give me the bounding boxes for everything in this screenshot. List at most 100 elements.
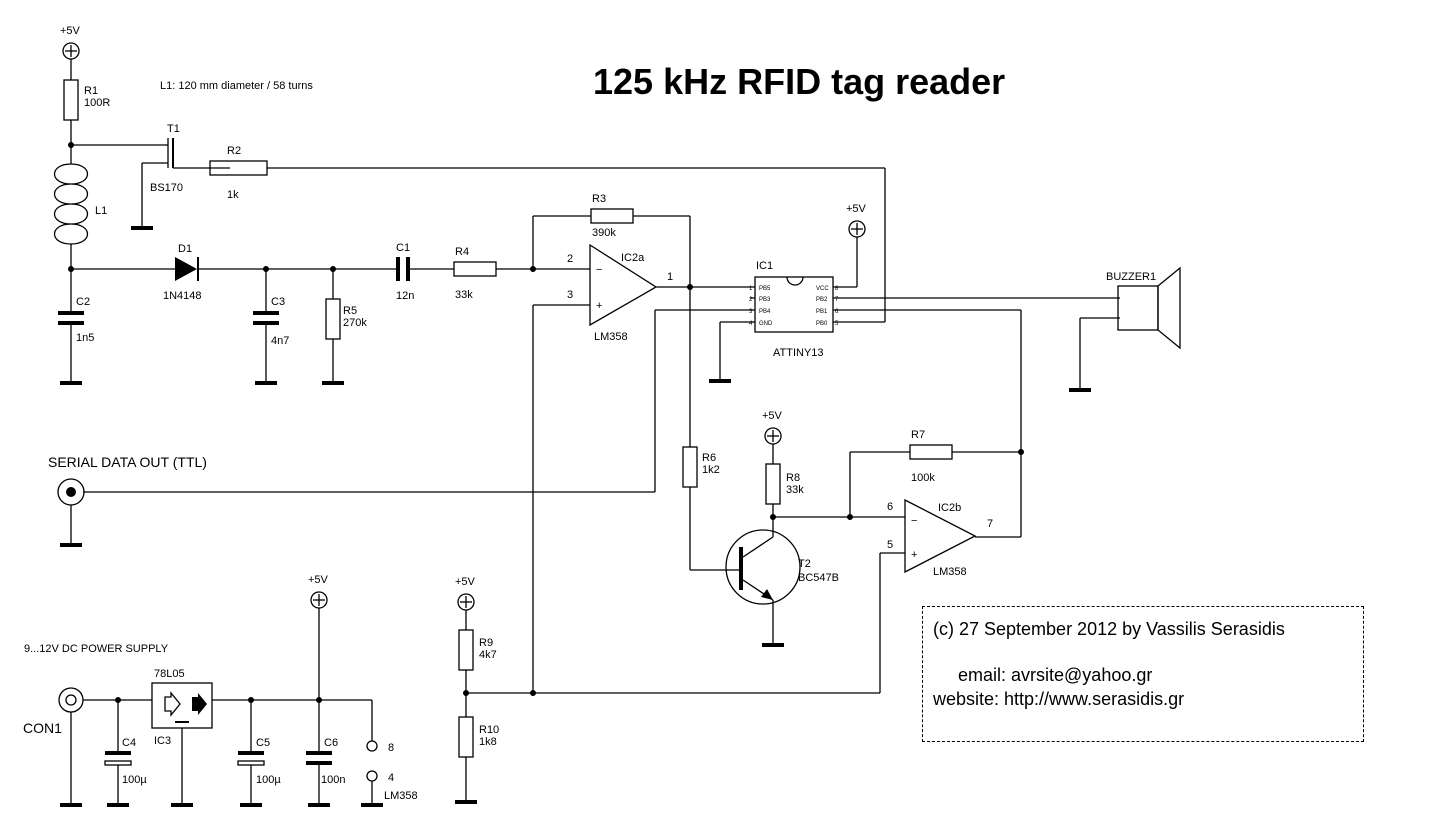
schematic-title: 125 kHz RFID tag reader bbox=[593, 61, 1005, 102]
svg-text:−: − bbox=[911, 515, 917, 527]
opamp-ic2a: − + IC2a LM358 2 3 1 bbox=[567, 243, 673, 343]
capacitor-c6: C6 100n bbox=[306, 737, 345, 786]
svg-text:+: + bbox=[596, 300, 602, 312]
svg-text:C6: C6 bbox=[324, 737, 338, 749]
serial-out-label: SERIAL DATA OUT (TTL) bbox=[48, 454, 207, 470]
svg-text:PB3: PB3 bbox=[759, 297, 771, 303]
power-supply-label: 9...12V DC POWER SUPPLY bbox=[24, 643, 169, 655]
diode-d1: D1 1N4148 bbox=[163, 243, 202, 302]
credits-author: (c) 27 September 2012 by Vassilis Serasi… bbox=[933, 619, 1285, 639]
svg-text:R4: R4 bbox=[455, 246, 469, 258]
svg-text:R8: R8 bbox=[786, 472, 800, 484]
svg-text:8: 8 bbox=[388, 742, 394, 754]
svg-text:100R: 100R bbox=[84, 97, 110, 109]
credits-email: email: avrsite@yahoo.gr bbox=[958, 665, 1153, 685]
credits-box: (c) 27 September 2012 by Vassilis Serasi… bbox=[922, 606, 1364, 742]
svg-text:270k: 270k bbox=[343, 317, 367, 329]
supply-plus5v-ic1: +5V bbox=[846, 203, 867, 238]
svg-text:390k: 390k bbox=[592, 227, 616, 239]
svg-text:1k: 1k bbox=[227, 189, 239, 201]
svg-text:R10: R10 bbox=[479, 724, 499, 736]
svg-text:+5V: +5V bbox=[455, 576, 476, 588]
svg-text:12n: 12n bbox=[396, 290, 414, 302]
svg-text:7: 7 bbox=[835, 297, 839, 303]
resistor-r10: R10 1k8 bbox=[458, 716, 499, 758]
svg-text:1k2: 1k2 bbox=[702, 464, 720, 476]
svg-text:R2: R2 bbox=[227, 145, 241, 157]
svg-text:PB2: PB2 bbox=[816, 297, 828, 303]
supply-plus5v-r9: +5V bbox=[455, 576, 476, 611]
svg-text:4: 4 bbox=[388, 772, 394, 784]
svg-text:R1: R1 bbox=[84, 85, 98, 97]
svg-text:C4: C4 bbox=[122, 737, 136, 749]
svg-text:1k8: 1k8 bbox=[479, 736, 497, 748]
svg-text:R3: R3 bbox=[592, 193, 606, 205]
svg-text:C5: C5 bbox=[256, 737, 270, 749]
svg-text:5: 5 bbox=[835, 321, 839, 327]
dc-jack-con1: CON1 bbox=[23, 687, 84, 736]
svg-text:4: 4 bbox=[749, 321, 753, 327]
resistor-r2: R2 1k bbox=[209, 145, 268, 201]
resistor-r3: R3 390k bbox=[590, 193, 634, 239]
svg-text:3: 3 bbox=[749, 309, 753, 315]
svg-text:6: 6 bbox=[835, 309, 839, 315]
svg-text:3: 3 bbox=[567, 289, 573, 301]
svg-text:2: 2 bbox=[749, 297, 753, 303]
svg-text:BC547B: BC547B bbox=[798, 572, 839, 584]
svg-text:1: 1 bbox=[749, 286, 753, 292]
lm358-power-terminals: 8 4 LM358 bbox=[366, 740, 418, 802]
resistor-r8: R8 33k bbox=[765, 463, 804, 505]
svg-text:1: 1 bbox=[667, 271, 673, 283]
svg-text:5: 5 bbox=[887, 539, 893, 551]
svg-text:T2: T2 bbox=[798, 558, 811, 570]
svg-text:IC3: IC3 bbox=[154, 735, 171, 747]
svg-text:4k7: 4k7 bbox=[479, 649, 497, 661]
resistor-r6: R6 1k2 bbox=[682, 446, 720, 488]
svg-text:100µ: 100µ bbox=[256, 774, 281, 786]
svg-text:VCC: VCC bbox=[816, 286, 829, 292]
svg-text:8: 8 bbox=[835, 286, 839, 292]
svg-text:GND: GND bbox=[759, 321, 773, 327]
mcu-ic1: IC1 ATTINY13 PB5 PB3 PB4 GND VCC PB2 PB1… bbox=[749, 260, 839, 359]
svg-text:7: 7 bbox=[987, 518, 993, 530]
svg-text:D1: D1 bbox=[178, 243, 192, 255]
svg-text:1N4148: 1N4148 bbox=[163, 290, 202, 302]
supply-plus5v-r1: +5V bbox=[60, 25, 81, 60]
svg-text:2: 2 bbox=[567, 253, 573, 265]
svg-text:LM358: LM358 bbox=[384, 790, 418, 802]
svg-text:T1: T1 bbox=[167, 123, 180, 135]
svg-text:R9: R9 bbox=[479, 637, 493, 649]
mosfet-t1: T1 BS170 bbox=[141, 123, 230, 228]
svg-text:PB5: PB5 bbox=[759, 286, 771, 292]
svg-text:+5V: +5V bbox=[60, 25, 81, 37]
svg-text:PB4: PB4 bbox=[759, 309, 771, 315]
svg-text:IC2a: IC2a bbox=[621, 252, 645, 264]
coil-note: L1: 120 mm diameter / 58 turns bbox=[160, 80, 313, 92]
svg-text:C3: C3 bbox=[271, 296, 285, 308]
resistor-r7: R7 100k bbox=[909, 429, 953, 484]
credits-website: website: http://www.serasidis.gr bbox=[933, 689, 1185, 709]
supply-plus5v-r8: +5V bbox=[762, 410, 783, 445]
resistor-r5: R5 270k bbox=[325, 298, 367, 340]
capacitor-c3: C3 4n7 bbox=[253, 296, 289, 347]
svg-text:1n5: 1n5 bbox=[76, 332, 94, 344]
svg-text:ATTINY13: ATTINY13 bbox=[773, 347, 824, 359]
svg-text:LM358: LM358 bbox=[933, 566, 967, 578]
capacitor-c5: C5 100µ bbox=[237, 737, 281, 786]
svg-text:R6: R6 bbox=[702, 452, 716, 464]
svg-text:R5: R5 bbox=[343, 305, 357, 317]
capacitor-c4: C4 100µ bbox=[104, 737, 147, 786]
resistor-r4: R4 33k bbox=[453, 246, 497, 301]
svg-text:LM358: LM358 bbox=[594, 331, 628, 343]
svg-text:C2: C2 bbox=[76, 296, 90, 308]
svg-text:78L05: 78L05 bbox=[154, 668, 185, 680]
supply-plus5v-c6: +5V bbox=[308, 574, 329, 609]
svg-text:100k: 100k bbox=[911, 472, 935, 484]
svg-text:+5V: +5V bbox=[308, 574, 329, 586]
svg-text:PB0: PB0 bbox=[816, 321, 828, 327]
inductor-l1: L1 bbox=[53, 163, 107, 245]
svg-text:+5V: +5V bbox=[762, 410, 783, 422]
svg-text:33k: 33k bbox=[455, 289, 473, 301]
svg-text:BUZZER1: BUZZER1 bbox=[1106, 271, 1156, 283]
